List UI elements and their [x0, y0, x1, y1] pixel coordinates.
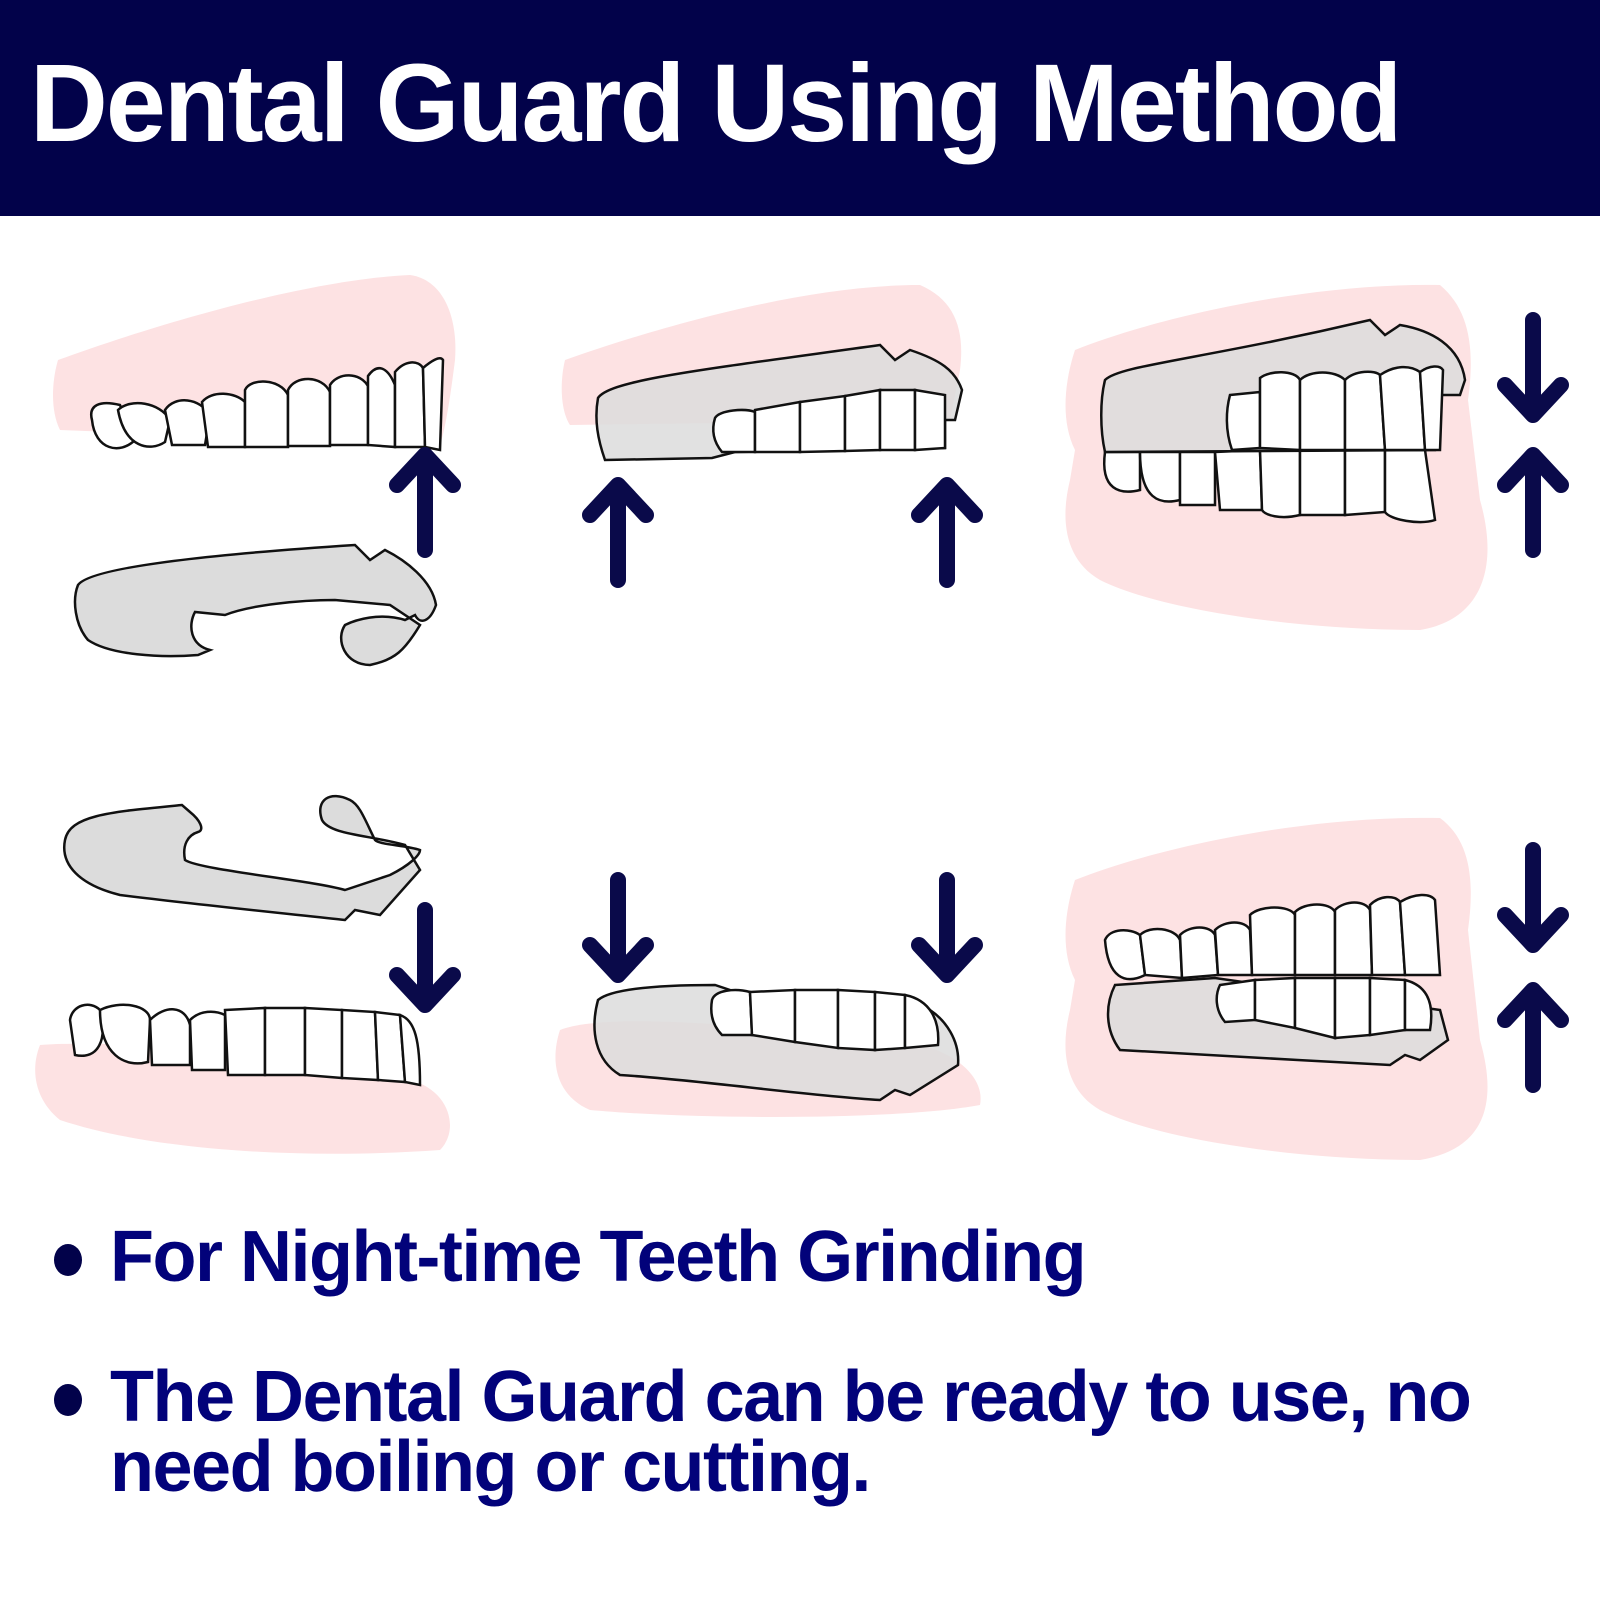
feature-text: For Night-time Teeth Grinding	[110, 1217, 1087, 1297]
lower-teeth	[1102, 448, 1437, 524]
lower-teeth	[710, 988, 940, 1052]
dental-guard	[63, 794, 422, 922]
lower-teeth	[68, 1003, 422, 1087]
feature-list: For Night-time Teeth Grinding The Dental…	[52, 1221, 1592, 1503]
page-title: Dental Guard Using Method	[30, 42, 1402, 165]
feature-text: The Dental Guard can be ready to use, no…	[110, 1357, 1472, 1507]
dental-guard	[73, 543, 438, 667]
header-banner: Dental Guard Using Method	[0, 0, 1600, 216]
feature-item: The Dental Guard can be ready to use, no…	[52, 1361, 1592, 1503]
upper-teeth	[89, 357, 445, 452]
arrow-up-icon	[1505, 990, 1561, 1085]
upper-teeth	[712, 388, 947, 454]
feature-item: For Night-time Teeth Grinding	[52, 1221, 1592, 1293]
upper-teeth	[1225, 365, 1445, 452]
bullet-icon	[54, 1384, 82, 1416]
upper-teeth	[1103, 893, 1442, 981]
arrow-down-icon	[1505, 850, 1561, 945]
bullet-icon	[54, 1244, 82, 1276]
lower-teeth	[1215, 976, 1433, 1040]
